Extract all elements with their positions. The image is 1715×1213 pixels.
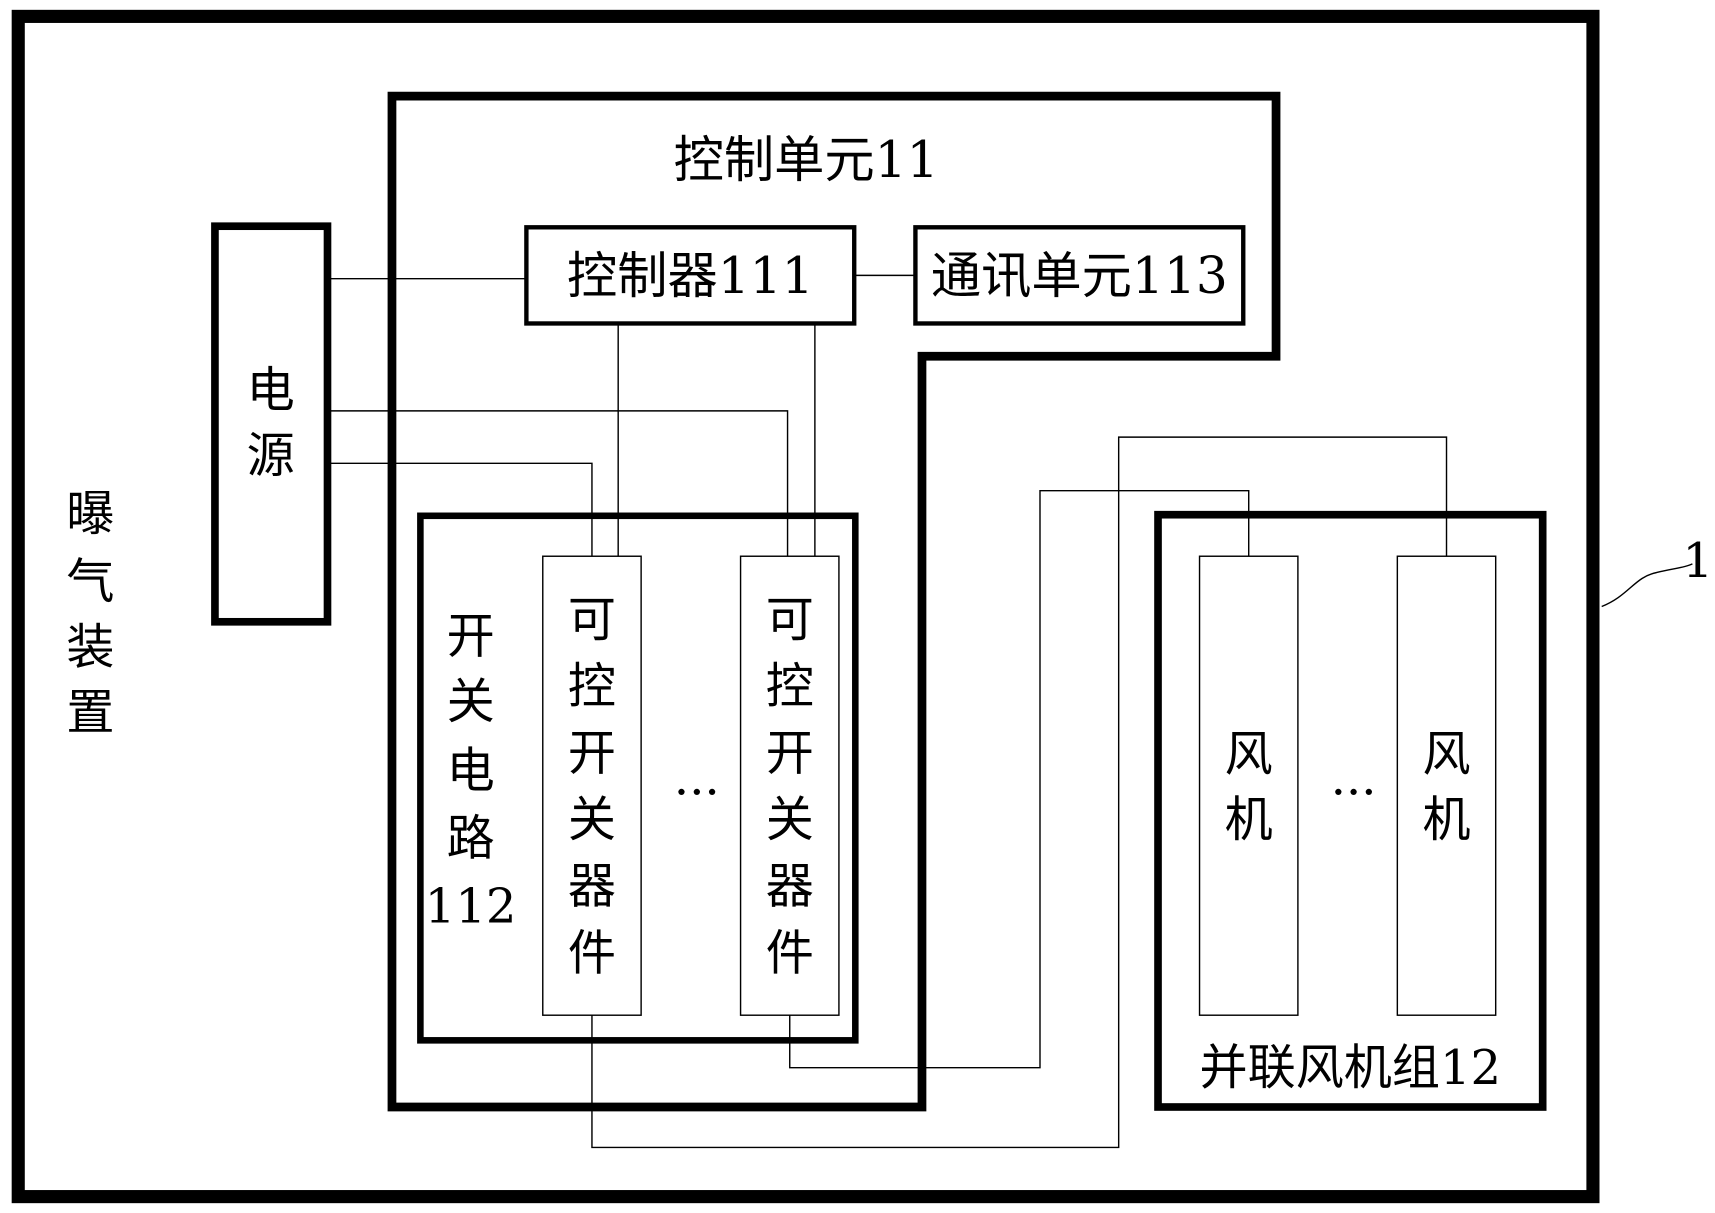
fan-box-2 bbox=[1396, 555, 1497, 1016]
fan-label: 机 bbox=[1422, 792, 1470, 848]
power-label: 电 bbox=[247, 363, 295, 419]
power-label: 源 bbox=[247, 428, 295, 484]
fan-box-1 bbox=[1198, 555, 1299, 1016]
fan-label: 风 bbox=[1422, 726, 1470, 782]
switch-device-label: 开 bbox=[568, 725, 616, 781]
fan-group-box bbox=[1154, 510, 1547, 1111]
switch-device-label: 可 bbox=[568, 592, 616, 648]
aeration-device-box bbox=[11, 9, 1600, 1204]
switch-device-label: 件 bbox=[568, 925, 616, 981]
switch-circuit-label: 关 bbox=[447, 674, 495, 730]
switch-device-label: 控 bbox=[568, 659, 616, 715]
switch-device-label: 件 bbox=[766, 925, 814, 981]
switch-device-label: 关 bbox=[766, 792, 814, 848]
switch-circuit-box bbox=[417, 512, 859, 1044]
comm-unit-label: 通讯单元113 bbox=[931, 246, 1228, 305]
switch-circuit-label: 电 bbox=[447, 743, 495, 799]
switch-circuit-label: 开 bbox=[447, 608, 495, 664]
fan-label: 风 bbox=[1225, 726, 1273, 782]
switch-device-label: 器 bbox=[766, 859, 814, 915]
ellipsis: ··· bbox=[1331, 765, 1377, 821]
aeration-label: 置 bbox=[66, 685, 114, 741]
aeration-label: 曝 bbox=[66, 486, 114, 542]
switch-device-label: 可 bbox=[766, 592, 814, 648]
switch-circuit-label: 112 bbox=[425, 878, 517, 934]
fan-label: 机 bbox=[1225, 792, 1273, 848]
aeration-label: 气 bbox=[66, 554, 114, 610]
reference-number: 1 bbox=[1683, 533, 1714, 589]
power-box bbox=[211, 222, 332, 626]
switch-circuit-label: 路 bbox=[447, 811, 495, 867]
switch-device-label: 器 bbox=[568, 859, 616, 915]
switch-device-label: 控 bbox=[766, 659, 814, 715]
control-unit-label: 控制单元11 bbox=[674, 130, 939, 189]
aeration-label: 装 bbox=[66, 619, 114, 675]
ellipsis: ··· bbox=[674, 765, 720, 821]
control-unit-box bbox=[387, 91, 1281, 1112]
switch-device-label: 关 bbox=[568, 792, 616, 848]
wires bbox=[328, 274, 1693, 1149]
switch-device-label: 开 bbox=[766, 725, 814, 781]
fan-group-label: 并联风机组12 bbox=[1200, 1040, 1502, 1096]
controller-label: 控制器111 bbox=[567, 246, 814, 305]
